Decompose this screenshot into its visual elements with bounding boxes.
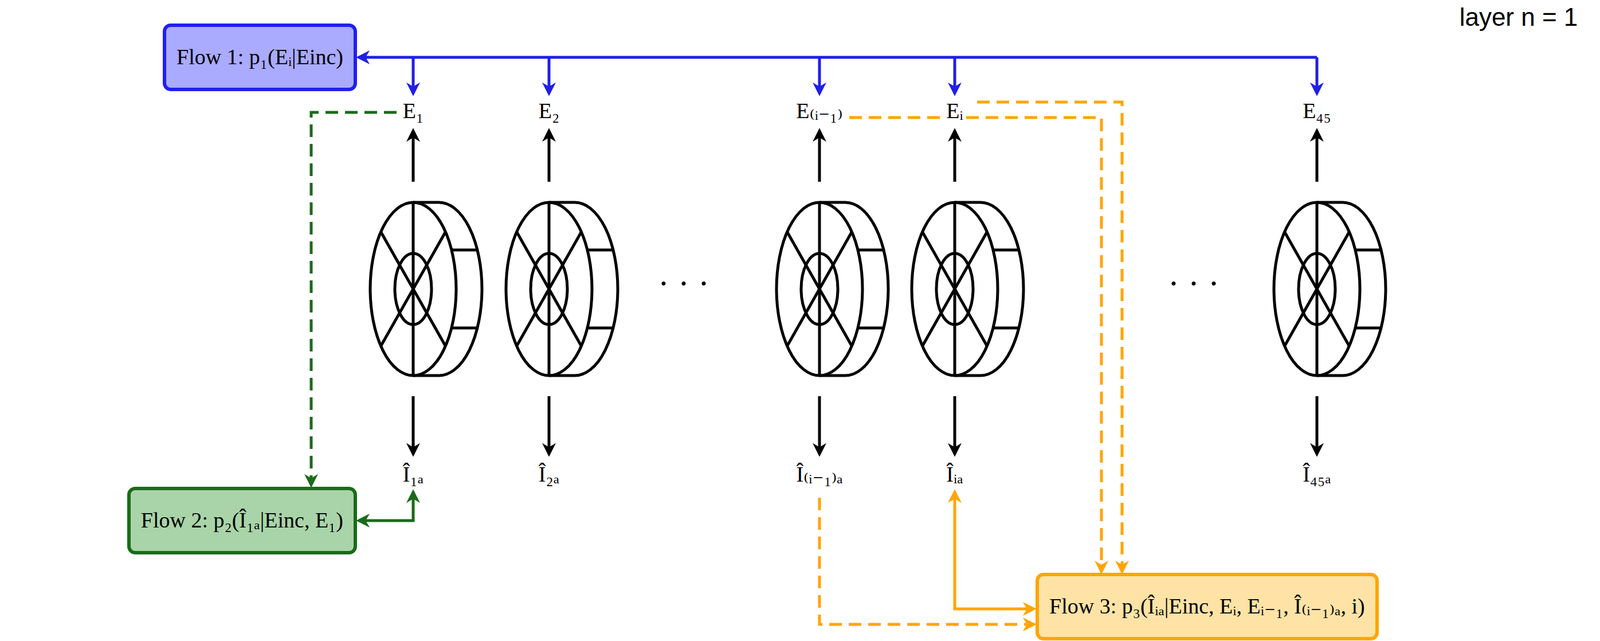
energy-label: E₁ [401, 99, 426, 124]
ellipsis: · · · [656, 264, 712, 303]
flow-label: Flow 3: p₃(Îᵢₐ|Einc, Eᵢ, Eᵢ₋₁, Î₍ᵢ₋₁₎ₐ, … [1049, 593, 1366, 620]
image-label: Î₁ₐ [401, 462, 426, 487]
energy-label: E₂ [536, 99, 562, 124]
energy-output-arrow [953, 130, 957, 182]
flow1-sample-arrow [818, 57, 822, 94]
flow2-sample [358, 491, 414, 521]
ellipsis: · · · [1166, 264, 1222, 303]
flow2-condition [311, 112, 397, 485]
detector-wheels [370, 202, 1386, 376]
wheel-segment [993, 248, 1019, 252]
detector-wheel [370, 202, 482, 376]
image-label: Î₂ₐ [536, 462, 562, 487]
detector-wheel [776, 202, 889, 376]
wheel-segment [1355, 248, 1382, 252]
wheel-segment [587, 326, 614, 329]
image-output-arrow [818, 395, 822, 454]
wheel-segment [587, 248, 614, 252]
detector-wheel [1273, 202, 1386, 376]
detector-wheel [911, 202, 1024, 376]
wheel-face [1273, 202, 1360, 376]
image-output-arrow [547, 395, 551, 454]
wheel-segment [451, 326, 478, 329]
image-output-arrow [412, 395, 415, 454]
energy-label: E₍ᵢ₋₁₎ [794, 99, 845, 124]
wheel-segment [857, 326, 884, 329]
wheel-spoke [381, 231, 446, 346]
wheel-face [370, 202, 457, 376]
image-label: Î₍ᵢ₋₁₎ₐ [794, 462, 845, 487]
wheel-spoke [922, 231, 988, 346]
flow2-box: Flow 2: p₂(Î₁ₐ|Einc, E₁) [127, 486, 358, 555]
flow1-bus [358, 56, 1317, 60]
energy-output-arrow [1315, 130, 1319, 182]
wheel-segment [993, 326, 1019, 329]
wires [311, 57, 1317, 625]
image-output-arrow [1315, 395, 1319, 454]
flow1-sample-arrow [1315, 57, 1319, 94]
flow1-sample-arrow [412, 57, 415, 94]
energy-output-arrow [547, 130, 551, 182]
wheel-spoke [1284, 231, 1350, 346]
flow1-sample-arrow [547, 57, 551, 94]
wheel-spoke [922, 231, 988, 346]
wheel-spoke [381, 231, 446, 346]
wheel-segment [451, 248, 478, 252]
wheel-segment [857, 248, 884, 252]
image-output-arrow [953, 395, 957, 454]
energy-label: Eᵢ [944, 99, 965, 124]
image-label: Îᵢₐ [944, 462, 965, 487]
energy-output-arrow [412, 130, 415, 182]
energy-output-arrow [818, 130, 822, 182]
wheel-segment [1355, 326, 1382, 329]
flow3-sample [954, 491, 1034, 609]
flow1-sample-arrow [953, 57, 957, 94]
wheel-spoke [1284, 231, 1350, 346]
flow3-condition [977, 102, 1123, 572]
flow3-box: Flow 3: p₃(Îᵢₐ|Einc, Eᵢ, Eᵢ₋₁, Î₍ᵢ₋₁₎ₐ, … [1035, 572, 1379, 641]
flow-label: Flow 1: p₁(Eᵢ|Einc) [176, 44, 344, 71]
image-label: Î₄₅ₐ [1300, 462, 1333, 487]
flow3-condition [819, 497, 1034, 625]
detector-wheel [506, 202, 618, 376]
wheel-face [506, 202, 592, 376]
flow1-box: Flow 1: p₁(Eᵢ|Einc) [162, 23, 358, 92]
energy-label: E₄₅ [1300, 99, 1333, 124]
wheel-spoke [516, 231, 582, 346]
wheel-face [911, 202, 998, 376]
flow3-condition [849, 117, 1102, 572]
wheel-face [776, 202, 863, 376]
flow-label: Flow 2: p₂(Î₁ₐ|Einc, E₁) [140, 507, 344, 534]
wheel-spoke [787, 231, 853, 346]
wheel-spoke [516, 231, 582, 346]
wheel-spoke [787, 231, 853, 346]
layer-note: layer n = 1 [1457, 3, 1580, 31]
